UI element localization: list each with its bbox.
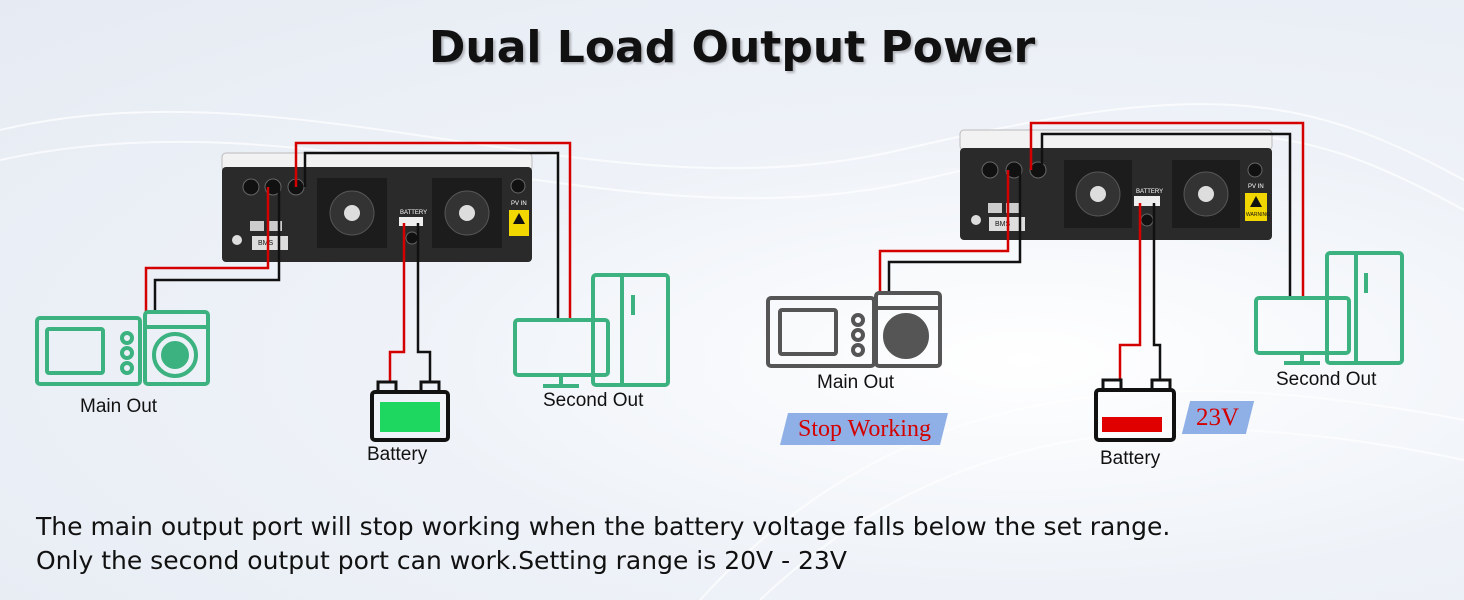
bms-label-right: BMS [995,221,1011,228]
bms-label: BMS [258,240,274,247]
warning-label: WARNING [1246,212,1270,218]
left-main-out-appliances [35,310,210,386]
voltage-tag: 23V [1181,401,1255,434]
right-second-out-label: Second Out [1276,369,1377,390]
battery-level-full [380,402,440,432]
left-second-out-appliances [513,273,670,388]
caption-line-1: The main output port will stop working w… [36,512,1171,541]
battery-port-label-right: BATTERY [1136,189,1163,195]
battery-port-label: BATTERY [400,210,427,216]
stop-working-text: Stop Working [797,416,931,442]
caption-line-2: Only the second output port can work.Set… [36,546,847,575]
battery-level-low [1102,417,1162,432]
left-main-out-label: Main Out [80,396,158,417]
stop-working-tag: Stop Working [780,413,948,445]
right-main-out-label: Main Out [817,372,895,393]
page-title: Dual Load Output Power [428,22,1036,73]
right-main-out-appliances [766,291,942,368]
left-second-out-label: Second Out [543,390,644,411]
right-second-out-appliances [1254,251,1404,365]
left-battery-label: Battery [367,444,428,465]
pv-in-label-right: PV IN [1248,184,1264,190]
right-battery [1094,378,1176,442]
right-battery-label: Battery [1100,448,1161,469]
pv-in-label: PV IN [511,201,527,207]
left-battery [370,380,450,442]
left-wires [144,141,572,382]
right-wires [878,121,1305,380]
voltage-text: 23V [1196,404,1240,431]
background-swoosh [0,103,1464,600]
